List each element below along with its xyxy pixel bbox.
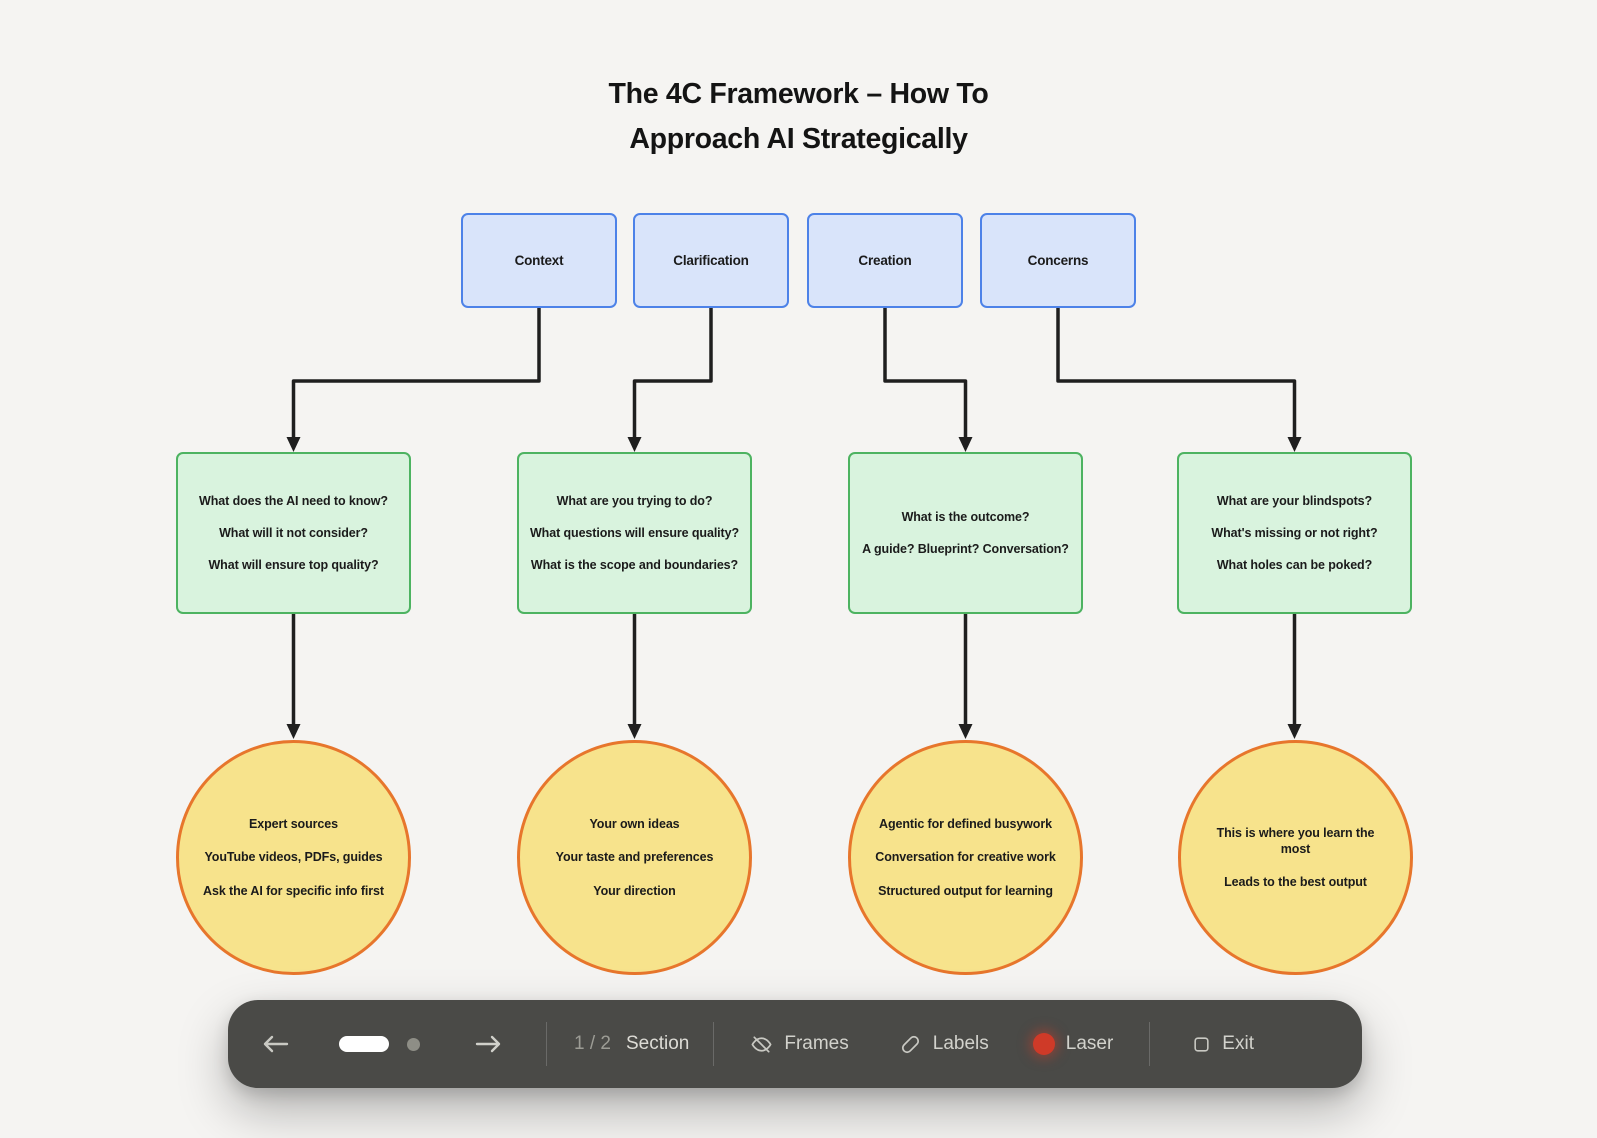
labels-toggle-button[interactable]: Labels	[899, 1033, 989, 1056]
questions-box-clarification: What are you trying to do? What question…	[517, 452, 752, 614]
laser-pointer-icon	[1032, 1033, 1055, 1055]
connector-context-to-questions	[291, 308, 541, 438]
outputs-circle-concerns: This is where you learn the most Leads t…	[1178, 740, 1413, 975]
header-box-label: Context	[514, 253, 564, 268]
outputs-circle-creation: Agentic for defined busywork Conversatio…	[848, 740, 1083, 975]
toolbar-divider	[1149, 1022, 1151, 1066]
question-line: What are you trying to do?	[556, 493, 713, 508]
next-slide-button[interactable]	[475, 1033, 502, 1055]
output-line: Structured output for learning	[878, 883, 1053, 898]
previous-slide-button[interactable]	[262, 1033, 289, 1055]
page-title-line1: The 4C Framework – How To	[608, 78, 989, 110]
output-line: Your direction	[593, 883, 676, 898]
output-line: Ask the AI for specific info first	[203, 883, 384, 898]
eye-off-icon	[750, 1033, 773, 1056]
output-line: Conversation for creative work	[875, 850, 1056, 865]
laser-toggle-button[interactable]: Laser	[1032, 1033, 1114, 1055]
tag-icon	[899, 1033, 922, 1056]
output-line: Your taste and preferences	[555, 850, 714, 865]
question-line: A guide? Blueprint? Conversation?	[862, 541, 1069, 556]
header-box-concerns: Concerns	[980, 213, 1136, 308]
labels-button-label: Labels	[932, 1033, 989, 1054]
output-line: Your own ideas	[589, 817, 680, 832]
outputs-circle-clarification: Your own ideas Your taste and preference…	[517, 740, 752, 975]
header-box-label: Concerns	[1027, 253, 1089, 268]
question-line: What are your blindspots?	[1216, 493, 1373, 508]
exit-presentation-button[interactable]: Exit	[1192, 1033, 1254, 1055]
arrow-right-icon	[475, 1033, 502, 1055]
question-line: What is the scope and boundaries?	[530, 557, 739, 572]
square-icon	[1192, 1035, 1211, 1054]
output-line: YouTube videos, PDFs, guides	[204, 850, 383, 865]
toolbar-divider	[713, 1022, 715, 1066]
slide-progress-dot[interactable]	[407, 1037, 420, 1051]
header-box-creation: Creation	[807, 213, 963, 308]
connector-clarification-to-questions	[632, 308, 713, 438]
frames-button-label: Frames	[784, 1033, 849, 1054]
section-label: Section	[625, 1033, 690, 1054]
slide-progress-current[interactable]	[339, 1036, 389, 1052]
header-box-label: Clarification	[673, 253, 749, 268]
question-line: What will it not consider?	[219, 525, 368, 540]
frames-toggle-button[interactable]: Frames	[750, 1033, 849, 1056]
exit-button-label: Exit	[1222, 1033, 1254, 1054]
toolbar-divider	[546, 1022, 547, 1066]
slide-page-indicator: 1 / 2	[574, 1033, 611, 1054]
question-line: What is the outcome?	[901, 509, 1030, 524]
presentation-toolbar: 1 / 2 Section Frames Labels Laser	[228, 1000, 1362, 1088]
question-line: What does the AI need to know?	[199, 493, 388, 508]
question-line: What holes can be poked?	[1216, 557, 1373, 572]
questions-box-context: What does the AI need to know? What will…	[176, 452, 411, 614]
outputs-circle-context: Expert sources YouTube videos, PDFs, gui…	[176, 740, 411, 975]
output-line: Agentic for defined busywork	[879, 817, 1052, 832]
questions-box-creation: What is the outcome? A guide? Blueprint?…	[848, 452, 1083, 614]
page-title-line2: Approach AI Strategically	[629, 123, 968, 155]
connector-concerns-to-questions	[1056, 308, 1297, 438]
output-line: Expert sources	[249, 817, 338, 832]
page-title: The 4C Framework – How To Approach AI St…	[0, 72, 1597, 162]
question-line: What will ensure top quality?	[208, 557, 379, 572]
header-box-context: Context	[461, 213, 617, 308]
output-line: This is where you learn the most	[1216, 825, 1375, 856]
connector-creation-to-questions	[883, 308, 968, 438]
questions-box-concerns: What are your blindspots? What's missing…	[1177, 452, 1412, 614]
laser-button-label: Laser	[1065, 1033, 1114, 1054]
arrow-left-icon	[262, 1033, 289, 1055]
header-box-clarification: Clarification	[633, 213, 789, 308]
output-line: Leads to the best output	[1224, 875, 1367, 890]
question-line: What's missing or not right?	[1211, 525, 1378, 540]
question-line: What questions will ensure quality?	[529, 525, 740, 540]
header-box-label: Creation	[858, 253, 912, 268]
